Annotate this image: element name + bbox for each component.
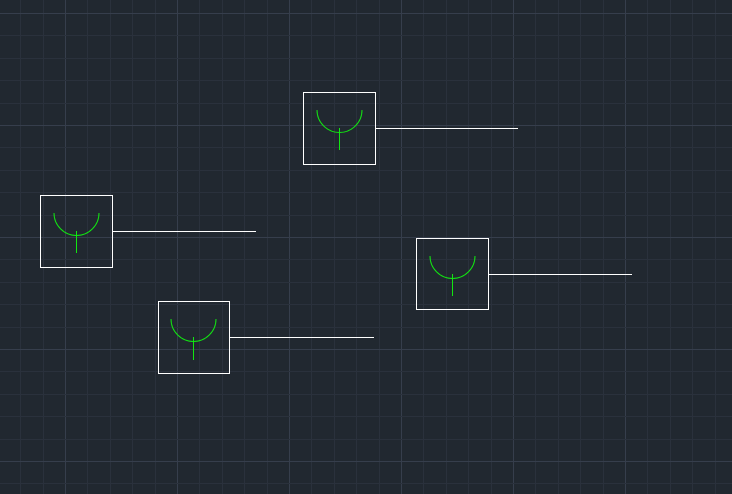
symbol-block-1[interactable] xyxy=(303,92,519,165)
symbol-block-2[interactable] xyxy=(40,195,257,268)
symbol-block-3[interactable] xyxy=(158,301,375,374)
symbol-block-4[interactable] xyxy=(416,238,633,310)
